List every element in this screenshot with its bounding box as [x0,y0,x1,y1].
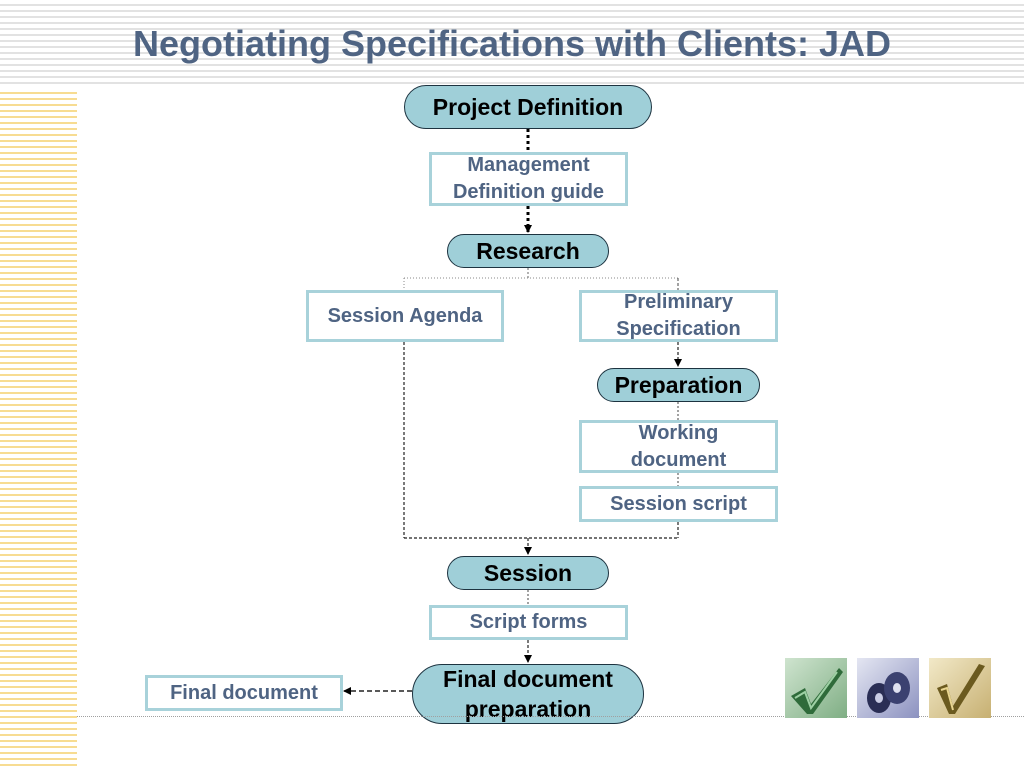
node-research: Research [447,234,609,268]
checkmark-gold-icon [929,658,991,718]
cd-disc-icon [857,658,919,718]
node-session-agenda: Session Agenda [306,290,504,342]
node-final-document: Final document [145,675,343,711]
node-script-forms: Script forms [429,605,628,640]
header-stripes [0,0,1024,84]
slide-title: Negotiating Specifications with Clients:… [132,23,892,64]
sidebar-stripes [0,88,77,768]
node-management-definition-guide: Management Definition guide [429,152,628,206]
node-working-document: Working document [579,420,778,473]
bottom-divider [77,716,1024,717]
node-final-document-preparation: Final document preparation [412,664,644,724]
checkmark-green-icon [785,658,847,718]
node-preparation: Preparation [597,368,760,402]
node-session: Session [447,556,609,590]
node-preliminary-specification: Preliminary Specification [579,290,778,342]
node-session-script: Session script [579,486,778,522]
node-project-definition: Project Definition [404,85,652,129]
